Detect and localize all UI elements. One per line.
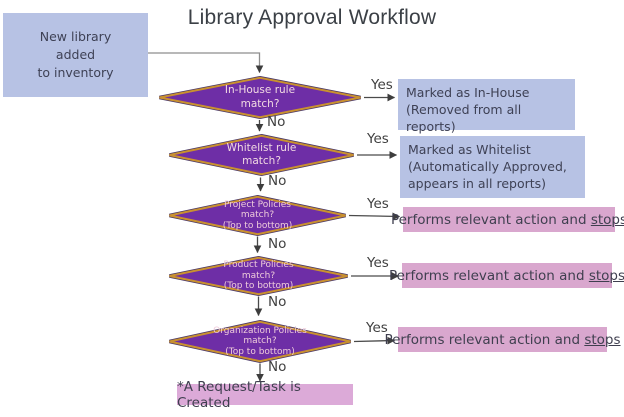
decision-line: (Top to bottom): [222, 220, 293, 231]
outcome-marked-in-house: Marked as In-House (Removed from all rep…: [398, 79, 575, 134]
outcome-action-stops-organization: Performs relevant action and stops: [384, 327, 621, 352]
outcome-text-stops: stops: [588, 267, 624, 284]
decision-label: Organization Policies match? (Top to bot…: [167, 320, 353, 363]
end-node-request-task-created: *A Request/Task is Created: [177, 379, 353, 411]
decision-label: Product Policies match? (Top to bottom): [167, 256, 350, 296]
diamond-shape: [159, 76, 361, 119]
decision-line: (Top to bottom): [223, 281, 294, 292]
outcome-text-stops: stops: [584, 331, 621, 348]
diamond-shape: [169, 134, 354, 176]
decision-organization-policies: Organization Policies match? (Top to bot…: [167, 320, 353, 363]
label-yes-1: Yes: [371, 77, 393, 93]
decision-line: match?: [242, 155, 281, 167]
label-yes-5: Yes: [366, 320, 388, 336]
outcome-action-stops-project: Performs relevant action and stops: [391, 207, 624, 232]
label-no-3: No: [268, 236, 287, 252]
outcome-line: (Removed from all reports): [406, 102, 522, 134]
decision-line: match?: [240, 97, 280, 110]
label-no-1: No: [267, 114, 286, 130]
diamond-shape: [169, 320, 351, 363]
outcome-marked-whitelist: Marked as Whitelist (Automatically Appro…: [400, 136, 585, 198]
decision-line: In-House rule: [224, 84, 296, 96]
label-yes-3: Yes: [367, 196, 389, 212]
decision-project-policies: Project Policies match? (Top to bottom): [167, 195, 348, 236]
diamond-shape: [169, 195, 346, 236]
label-no-4: No: [268, 294, 287, 310]
decision-whitelist-rule: Whitelist rule match?: [167, 134, 356, 176]
outcome-text-stops: stops: [590, 211, 624, 228]
outcome-action-stops-product: Performs relevant action and stops: [389, 263, 624, 288]
outcome-text: Performs relevant action and: [384, 331, 585, 348]
outcome-line: Marked as Whitelist: [408, 142, 531, 157]
decision-label: In-House rule match?: [157, 76, 363, 119]
diamond-shape: [169, 256, 348, 296]
start-node-new-library: New library added to inventory: [3, 13, 148, 97]
label-yes-4: Yes: [367, 255, 389, 271]
label-yes-2: Yes: [367, 131, 389, 147]
page-title: Library Approval Workflow: [187, 6, 437, 29]
label-no-2: No: [268, 173, 287, 189]
start-line: New library: [39, 29, 112, 44]
label-no-5: No: [268, 359, 287, 375]
decision-label: Whitelist rule match?: [167, 134, 356, 176]
decision-line: (Top to bottom): [225, 346, 295, 357]
outcome-text: Performs relevant action and: [390, 211, 591, 228]
decision-line: Product Policies: [223, 260, 294, 271]
decision-label: Project Policies match? (Top to bottom): [167, 195, 348, 236]
decision-line: Organization Policies: [213, 325, 307, 336]
decision-line: Project Policies: [224, 199, 291, 210]
decision-in-house-rule: In-House rule match?: [157, 76, 363, 119]
arrow-start-to-inhouse: [148, 52, 264, 74]
decision-line: match?: [240, 210, 275, 221]
start-line: added: [55, 47, 96, 62]
start-line: to inventory: [37, 65, 114, 80]
end-label: *A Request/Task is Created: [177, 378, 301, 411]
decision-line: Whitelist rule: [226, 141, 297, 154]
decision-line: match?: [241, 270, 276, 281]
outcome-line: appears in all reports): [408, 176, 547, 191]
decision-product-policies: Product Policies match? (Top to bottom): [167, 256, 350, 296]
decision-line: match?: [243, 336, 277, 347]
outcome-line: (Automatically Approved,: [408, 159, 567, 174]
outcome-text: Performs relevant action and: [388, 267, 589, 284]
outcome-line: Marked as In-House: [406, 85, 530, 100]
